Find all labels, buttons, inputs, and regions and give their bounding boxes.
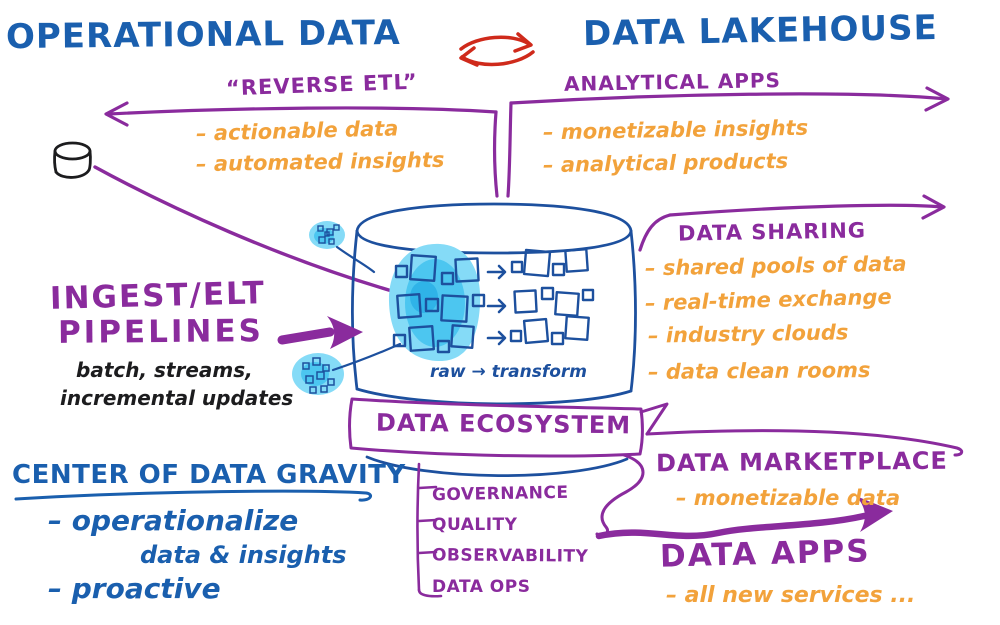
marketplace-item: – monetizable data	[676, 486, 901, 510]
raw-transform-caption: raw → transform	[430, 362, 588, 382]
data-sharing-item: – data clean rooms	[647, 358, 871, 384]
data-sharing-item: – industry clouds	[647, 320, 849, 348]
gravity-bullet-operationalize: – operationalize	[48, 504, 299, 537]
analytical-apps-item: – analytical products	[542, 148, 789, 178]
gravity-bullet-proactive: – proactive	[48, 572, 221, 605]
title-operational-data: OPERATIONAL DATA	[5, 12, 401, 58]
raw-data-squares	[392, 253, 486, 354]
gravity-title: CENTER OF DATA GRAVITY	[12, 460, 406, 490]
data-apps-title: DATA APPS	[659, 533, 872, 575]
ingest-title-line1: INGEST/ELT	[49, 275, 267, 317]
gravity-underline	[14, 489, 373, 502]
data-apps-item: – all new services ...	[666, 583, 916, 608]
ecosystem-banner	[348, 397, 964, 458]
gravity-bullet-data-insights: data & insights	[140, 541, 347, 569]
ecosystem-list-bracket	[416, 462, 443, 598]
cylinder-bottom-arc	[365, 455, 629, 478]
source-db-icon	[53, 141, 92, 179]
ecosystem-item-dataops: DATA OPS	[432, 577, 531, 597]
transformed-data-squares	[509, 248, 595, 346]
ingest-title-line2: PIPELINES	[57, 313, 265, 351]
transform-arrows	[486, 264, 507, 346]
data-sharing-arrow	[638, 194, 946, 252]
reverse-etl-arrow	[104, 101, 499, 198]
ecosystem-banner-label: DATA ECOSYSTEM	[375, 408, 632, 440]
source-to-lakehouse-line	[93, 165, 394, 293]
data-sharing-item: – shared pools of data	[644, 251, 907, 281]
analytical-apps-arrow	[506, 86, 950, 198]
ingest-arrow	[277, 316, 363, 349]
ecosystem-item-observability: OBSERVABILITY	[431, 545, 589, 567]
data-sharing-label: DATA SHARING	[677, 218, 867, 246]
sync-icon	[459, 32, 535, 67]
ecosystem-to-apps-curve	[595, 453, 893, 540]
stream-blob-top-icon	[309, 221, 376, 274]
stream-blob-bottom-icon	[292, 342, 402, 395]
analytical-apps-label: ANALYTICAL APPS	[563, 68, 782, 96]
reverse-etl-item: – actionable data	[195, 116, 399, 146]
ingest-note-line2: incremental updates	[60, 386, 294, 410]
reverse-etl-item: – automated insights	[195, 147, 445, 177]
ecosystem-item-governance: GOVERNANCE	[431, 482, 569, 506]
analytical-apps-item: – monetizable insights	[542, 115, 809, 145]
ingest-note-line1: batch, streams,	[76, 358, 253, 382]
title-data-lakehouse: DATA LAKEHOUSE	[582, 7, 939, 55]
ecosystem-item-quality: QUALITY	[432, 515, 518, 535]
marketplace-title: DATA MARKETPLACE	[655, 446, 948, 478]
